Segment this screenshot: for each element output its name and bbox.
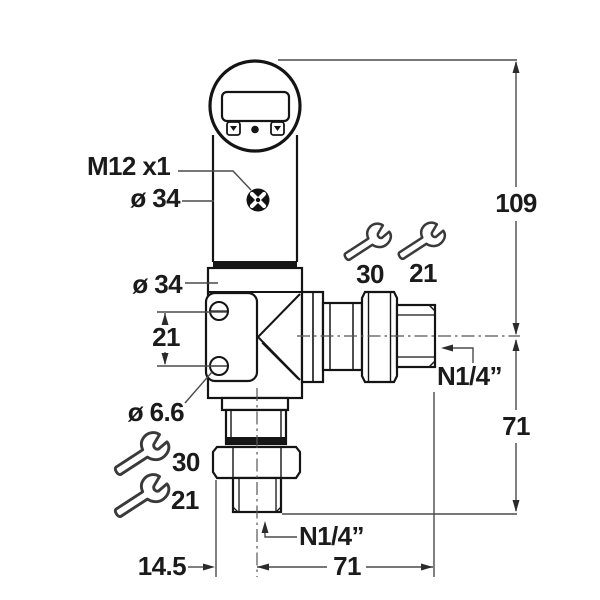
sensor-head: [208, 59, 302, 268]
hole-spacing-dim: 21: [152, 322, 180, 352]
hole-dia-leader: [184, 371, 213, 404]
side-port-thread-label: N1/4”: [437, 361, 503, 391]
wrench-size-right-top: 30: [356, 259, 384, 289]
body-diameter-label: ø 34: [132, 269, 182, 299]
dimension-arrows: [161, 61, 520, 571]
wrench-size-right-bottom: 21: [409, 258, 437, 288]
bottom-thread-leader: [264, 526, 297, 538]
display-window: [220, 90, 291, 123]
side-hex-nut: [360, 290, 399, 384]
side-port: [300, 290, 437, 384]
centerlines: [256, 335, 520, 577]
led-dot: [251, 125, 259, 134]
wrench-size-left-top: 30: [172, 447, 200, 477]
button-right: [270, 121, 285, 136]
bottom-offset-dim: 14.5: [137, 551, 187, 581]
hole-diameter-label: ø 6.6: [127, 397, 185, 427]
wrench-icon: [106, 467, 175, 527]
m12-connector-icon: [246, 188, 270, 212]
dimension-lines: [157, 59, 517, 577]
bottom-width-dim: 71: [333, 551, 361, 581]
side-port-height-dim: 71: [502, 411, 530, 441]
sensor-body: [204, 266, 304, 400]
sensor-outline: [204, 59, 437, 514]
bottom-port-thread-label: N1/4”: [299, 521, 365, 551]
button-left: [226, 121, 241, 136]
head-diameter-label: ø 34: [130, 183, 180, 213]
connector-thread-label: M12 x1: [87, 151, 171, 181]
overall-height-dim: 109: [495, 188, 537, 218]
m12-leader: [178, 170, 252, 191]
wrench-size-left-bottom: 21: [171, 485, 199, 515]
wrench-icon: [106, 425, 175, 485]
side-thread-leader: [446, 347, 474, 363]
seal-band: [213, 261, 297, 268]
